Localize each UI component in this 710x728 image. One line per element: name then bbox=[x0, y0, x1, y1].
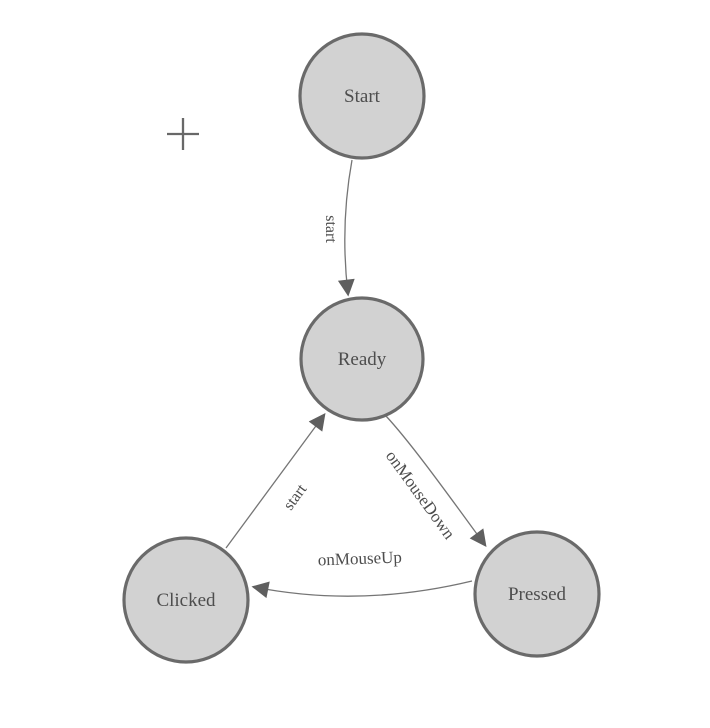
transition-label-clicked-to-ready: start bbox=[280, 481, 310, 514]
state-node-clicked[interactable]: Clicked bbox=[122, 536, 250, 664]
state-node-pressed[interactable]: Pressed bbox=[473, 530, 601, 658]
transition-clicked-to-ready[interactable] bbox=[225, 412, 326, 549]
transition-start-to-ready[interactable] bbox=[337, 159, 355, 297]
state-node-ready[interactable]: Ready bbox=[299, 296, 425, 422]
state-circle-clicked[interactable] bbox=[122, 536, 250, 664]
state-circle-ready[interactable] bbox=[299, 296, 425, 422]
transition-label-start-to-ready: start bbox=[322, 215, 339, 243]
transition-pressed-to-clicked[interactable] bbox=[251, 580, 473, 599]
transition-ready-to-pressed[interactable] bbox=[385, 415, 487, 548]
state-circle-start[interactable] bbox=[298, 32, 426, 160]
transition-label-pressed-to-clicked: onMouseUp bbox=[317, 548, 402, 570]
nodes-layer: Start Ready Clicked Pressed bbox=[122, 32, 601, 664]
state-circle-pressed[interactable] bbox=[473, 530, 601, 658]
crosshair-marker bbox=[167, 118, 199, 150]
state-node-start[interactable]: Start bbox=[298, 32, 426, 160]
